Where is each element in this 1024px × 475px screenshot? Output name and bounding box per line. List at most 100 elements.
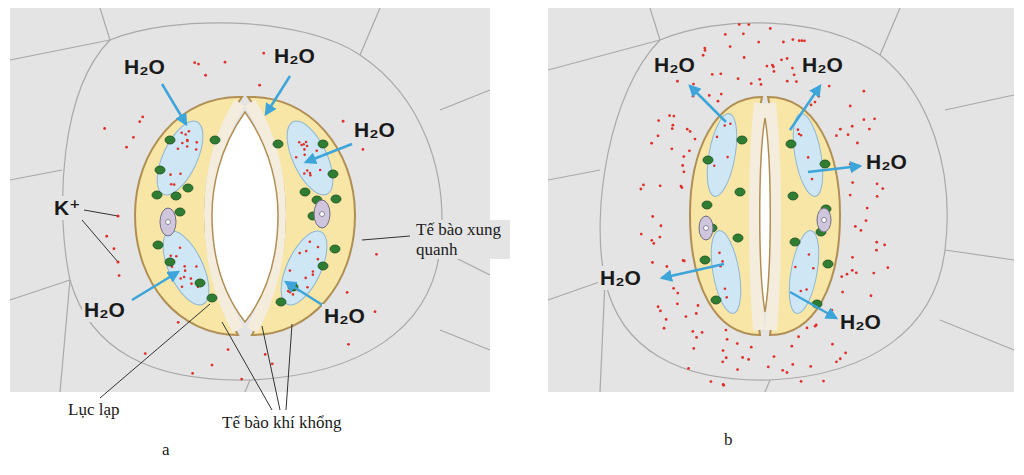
chloroplast — [165, 258, 175, 266]
chloroplast — [183, 184, 193, 192]
potassium-ion — [800, 39, 803, 42]
potassium-ion — [190, 277, 193, 280]
potassium-ion — [657, 119, 660, 122]
cell-wall — [548, 280, 605, 300]
potassium-ion — [800, 134, 803, 137]
potassium-ion — [795, 80, 798, 83]
cell-wall — [600, 23, 947, 380]
potassium-ion — [747, 358, 750, 361]
stoma — [690, 97, 840, 335]
potassium-ion — [881, 187, 884, 190]
molecule-label: H₂O — [352, 118, 397, 142]
potassium-ion — [665, 265, 668, 268]
potassium-ion — [812, 267, 815, 270]
stomatal-pore — [212, 112, 278, 322]
potassium-ion — [718, 252, 721, 255]
potassium-ion — [682, 155, 685, 158]
potassium-ion — [657, 134, 660, 137]
potassium-ion — [786, 57, 789, 60]
potassium-ion — [298, 252, 301, 255]
chloroplast — [735, 188, 745, 196]
potassium-ion — [262, 52, 265, 55]
potassium-ion — [742, 32, 745, 35]
potassium-ion — [303, 148, 306, 151]
potassium-ion — [872, 272, 875, 275]
chloroplast — [330, 245, 340, 253]
potassium-ion — [660, 224, 663, 227]
water-arrow — [266, 76, 290, 114]
chloroplast — [788, 192, 798, 200]
potassium-ion — [724, 33, 727, 36]
water-arrows — [132, 76, 860, 318]
potassium-ion — [710, 380, 713, 383]
potassium-ion — [702, 54, 705, 57]
potassium-ion — [184, 133, 187, 136]
potassium-ion — [312, 270, 315, 273]
potassium-ion — [668, 114, 671, 117]
potassium-ion — [815, 324, 818, 327]
potassium-ion — [289, 269, 292, 272]
potassium-ion — [103, 127, 106, 130]
molecule-label: H₂O — [122, 55, 167, 79]
cell-wall — [880, 8, 900, 55]
potassium-ion — [724, 287, 727, 290]
potassium-ion — [849, 194, 852, 197]
potassium-ion — [695, 312, 698, 315]
cell-wall — [63, 23, 442, 380]
potassium-ion — [772, 65, 775, 68]
potassium-ion — [224, 61, 227, 64]
leader-line — [84, 210, 118, 216]
part-label: b — [722, 430, 735, 450]
cell-wall — [548, 40, 660, 70]
potassium-ion — [849, 105, 852, 108]
potassium-ion — [791, 363, 794, 366]
potassium-ion — [319, 169, 322, 172]
nucleolus — [320, 212, 325, 217]
potassium-ion — [844, 351, 847, 354]
potassium-ion — [741, 356, 744, 359]
potassium-ion — [781, 369, 784, 372]
chloroplast — [207, 294, 217, 302]
water-arrow — [690, 86, 726, 122]
potassium-ion — [317, 246, 320, 249]
potassium-ion — [791, 38, 794, 41]
potassium-ion — [304, 277, 307, 280]
potassium-ion — [876, 195, 879, 198]
stomatal-pore — [760, 118, 771, 312]
potassium-ion — [717, 100, 720, 103]
potassium-ion — [113, 247, 116, 250]
potassium-ion — [692, 95, 695, 98]
potassium-ion — [725, 356, 728, 359]
potassium-ion — [814, 101, 817, 104]
potassium-ion — [854, 225, 857, 228]
potassium-ion — [855, 271, 858, 274]
cell-wall — [650, 8, 660, 40]
water-arrow — [132, 272, 178, 300]
potassium-ion — [305, 250, 308, 253]
potassium-ion — [672, 287, 675, 290]
leader-line — [82, 220, 118, 262]
potassium-ion — [722, 349, 725, 352]
potassium-ion — [116, 214, 119, 217]
potassium-ion — [671, 127, 674, 130]
potassium-ion — [786, 80, 789, 83]
potassium-ion — [672, 115, 675, 118]
chloroplast — [318, 140, 328, 148]
chloroplast — [165, 136, 175, 144]
potassium-ion — [306, 145, 309, 148]
water-arrow — [306, 144, 352, 162]
molecule-label: H₂O — [82, 298, 127, 322]
chloroplast — [737, 136, 747, 144]
potassium-ion — [692, 83, 695, 86]
potassium-ion — [691, 330, 694, 333]
potassium-ion — [116, 260, 119, 263]
potassium-ion — [830, 309, 833, 312]
molecule-label: H₂O — [652, 53, 697, 77]
potassium-ion — [132, 136, 135, 139]
cell-wall — [945, 250, 1014, 260]
potassium-ion — [875, 249, 878, 252]
cell-wall — [440, 330, 490, 350]
potassium-ion — [186, 140, 189, 143]
potassium-ion — [747, 23, 750, 26]
potassium-ion — [264, 353, 267, 356]
